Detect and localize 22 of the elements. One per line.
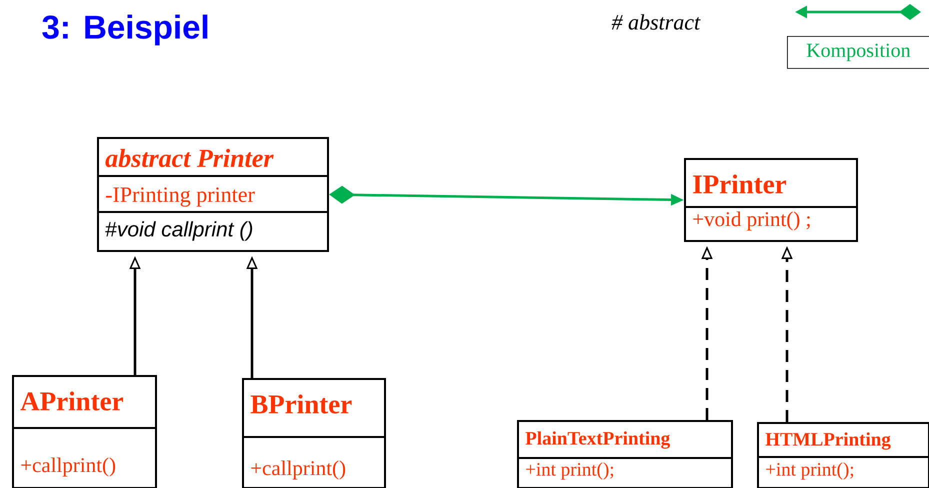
class-name: APrinter: [20, 392, 124, 410]
legend-box: Komposition: [787, 36, 929, 69]
class-box: [757, 422, 929, 488]
title: 3: Beispiel: [42, 14, 208, 46]
method-text: +int print();: [766, 462, 854, 480]
class-name: abstract Printer: [106, 148, 274, 168]
class-name: BPrinter: [250, 394, 352, 414]
method-text: +void print() ;: [693, 211, 810, 231]
method-text: +callprint(): [21, 457, 116, 477]
class-box: [242, 378, 386, 488]
class-name: HTMLPrinting: [766, 432, 891, 450]
method-text: +int print();: [526, 462, 614, 480]
class-box: [97, 137, 329, 252]
note: # abstract: [612, 14, 701, 30]
class-box: [684, 158, 858, 242]
class-name: IPrinter: [693, 174, 786, 194]
class-box: [12, 375, 157, 488]
method-text: #void callprint (): [105, 221, 252, 241]
class-name: PlainTextPrinting: [526, 431, 670, 449]
attribute-text: -IPrinting printer: [106, 187, 255, 207]
method-text: +callprint(): [251, 460, 346, 480]
class-box: [517, 420, 733, 488]
